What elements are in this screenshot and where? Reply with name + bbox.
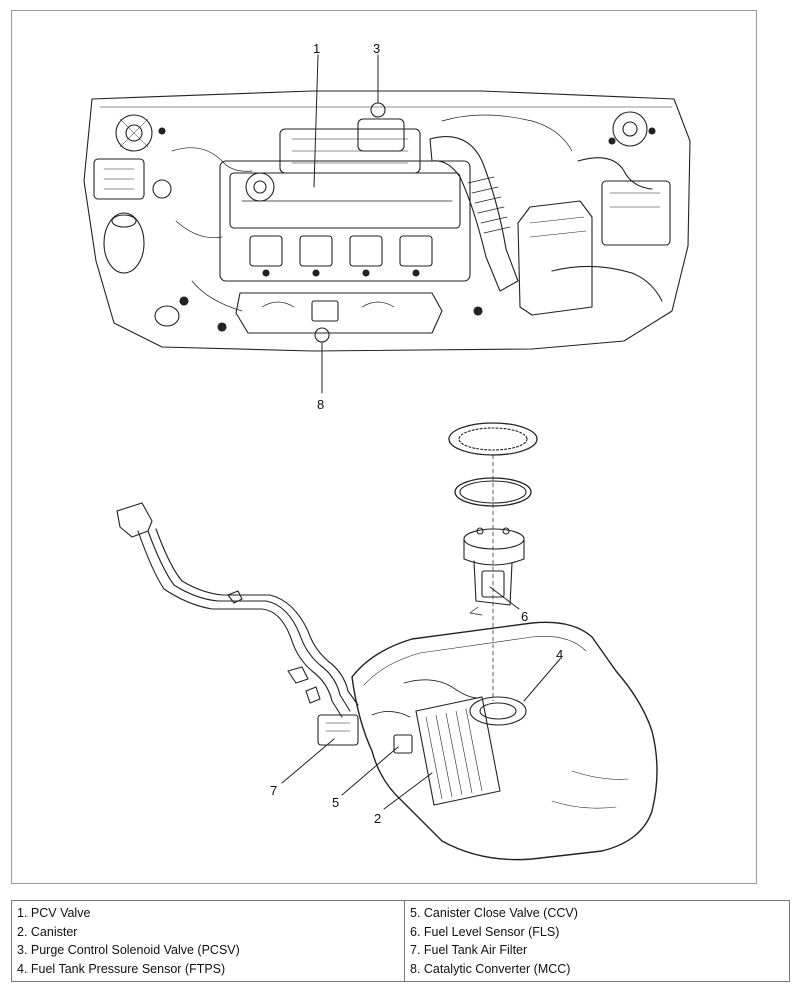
callout-6: 6: [521, 609, 528, 624]
engine-bay: [83, 90, 691, 352]
callout-3: 3: [373, 41, 380, 56]
fuel-pump-module: [463, 527, 525, 616]
callout-numbers: 1 3 8 6 4 7 5 2: [270, 41, 563, 826]
legend-item-air-filter: 7. Fuel Tank Air Filter: [410, 943, 528, 957]
legend-item-canister: 2. Canister: [17, 924, 78, 939]
legend-item-ftps: 4. Fuel Tank Pressure Sensor (FTPS): [17, 961, 226, 976]
legend-left-column: 1. PCV Valve 2. Canister 3. Purge Contro…: [11, 900, 405, 982]
legend-item-pcsv: 3. Purge Control Solenoid Valve (PCSV): [17, 943, 240, 957]
legend-item-ccv: 5. Canister Close Valve (CCV): [410, 906, 578, 920]
diagram-svg: 1 3 8 6 4 7 5 2: [83, 41, 691, 861]
legend-item-fls: 6. Fuel Level Sensor (FLS): [410, 924, 560, 939]
leader-lines: [281, 54, 561, 810]
figure-frame: 1 3 8 6 4 7 5 2: [11, 10, 757, 884]
callout-8: 8: [317, 397, 324, 412]
legend-right-column: 5. Canister Close Valve (CCV) 6. Fuel Le…: [404, 900, 790, 982]
legend-item-pcv-valve: 1. PCV Valve: [17, 906, 91, 920]
callout-7: 7: [270, 783, 277, 798]
callout-5: 5: [332, 795, 339, 810]
legend-table: 1. PCV Valve 2. Canister 3. Purge Contro…: [11, 900, 790, 982]
callout-4: 4: [556, 647, 563, 662]
callout-2: 2: [374, 811, 381, 826]
callout-1: 1: [313, 41, 320, 56]
filler-pipes: [116, 502, 359, 718]
fuel-tank: [317, 621, 658, 861]
legend-item-mcc: 8. Catalytic Converter (MCC): [410, 961, 571, 976]
